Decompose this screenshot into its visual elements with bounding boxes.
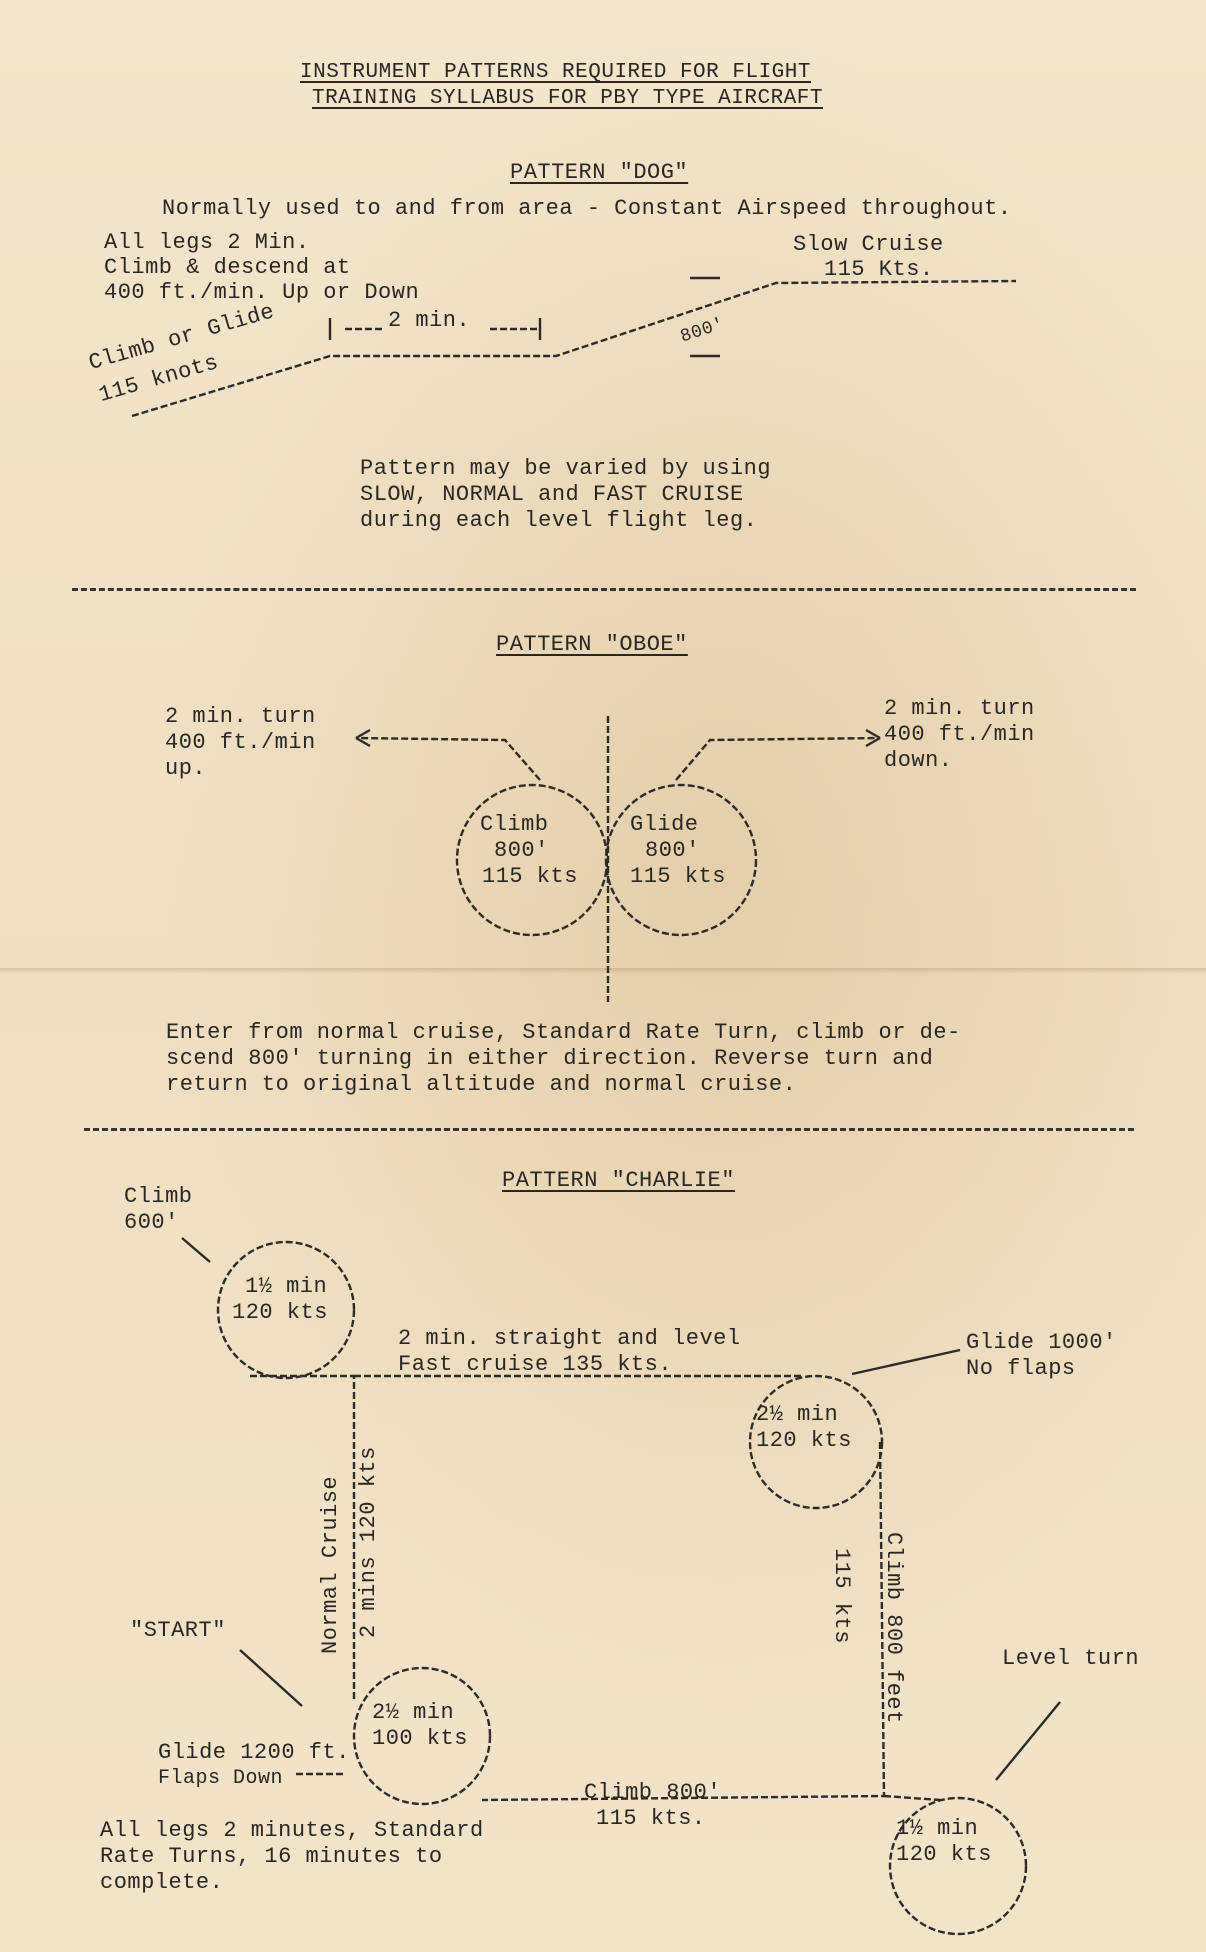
charlie-c1-2: 120 kts <box>232 1300 328 1325</box>
charlie-glide-1000-2: No flaps <box>966 1356 1076 1381</box>
charlie-c3-1: 2½ min <box>372 1700 455 1725</box>
dog-subtitle: Normally used to and from area - Constan… <box>162 196 1012 221</box>
section-divider-1 <box>72 588 1136 591</box>
doc-title-line2: TRAINING SYLLABUS FOR PBY TYPE AIRCRAFT <box>312 87 823 110</box>
oboe-left-circle-3: 115 kts <box>482 864 578 889</box>
dog-note-3: during each level flight leg. <box>360 508 758 533</box>
dog-title: PATTERN "DOG" <box>510 160 689 185</box>
dog-legs-note-1: All legs 2 Min. <box>104 230 310 255</box>
oboe-left-note-2: 400 ft./min <box>165 730 316 755</box>
charlie-climb-600-2: 600' <box>124 1210 179 1235</box>
oboe-left-circle-1: Climb <box>480 812 549 837</box>
oboe-left-circle-2: 800' <box>494 838 549 863</box>
charlie-top-leg-2: Fast cruise 135 kts. <box>398 1352 673 1377</box>
dog-flight-profile <box>131 276 1017 418</box>
oboe-note-3: return to original altitude and normal c… <box>166 1072 797 1097</box>
dog-slow-cruise-1: Slow Cruise <box>793 232 944 257</box>
charlie-glide-1000-1: Glide 1000' <box>966 1330 1117 1355</box>
oboe-left-note-3: up. <box>165 756 207 781</box>
charlie-title: PATTERN "CHARLIE" <box>502 1168 735 1193</box>
dog-legs-note-2: Climb & descend at <box>104 255 351 280</box>
charlie-note-3: complete. <box>100 1870 224 1895</box>
charlie-glide-1200-2: Flaps Down <box>158 1767 284 1790</box>
charlie-note-2: Rate Turns, 16 minutes to <box>100 1844 443 1869</box>
oboe-note-2: scend 800' turning in either direction. … <box>166 1046 934 1071</box>
charlie-c1-1: 1½ min <box>245 1274 328 1299</box>
charlie-bottom-leg-2: 115 kts. <box>596 1806 706 1831</box>
oboe-right-note-2: 400 ft./min <box>884 722 1035 747</box>
oboe-note-1: Enter from normal cruise, Standard Rate … <box>166 1020 961 1045</box>
charlie-top-leg-1: 2 min. straight and level <box>398 1326 741 1351</box>
dog-note-1: Pattern may be varied by using <box>360 456 772 481</box>
oboe-right-note-1: 2 min. turn <box>884 696 1035 721</box>
charlie-diagram <box>181 1237 1061 1936</box>
oboe-right-note-3: down. <box>884 748 953 773</box>
oboe-right-circle-2: 800' <box>645 838 700 863</box>
oboe-title: PATTERN "OBOE" <box>496 632 688 657</box>
charlie-note-1: All legs 2 minutes, Standard <box>100 1818 484 1843</box>
charlie-c3-2: 100 kts <box>372 1726 468 1751</box>
charlie-level-turn: Level turn <box>1002 1646 1140 1671</box>
charlie-c4-1: 1½ min <box>896 1816 979 1841</box>
dog-slow-cruise-2: 115 Kts. <box>824 257 934 282</box>
oboe-diagram <box>355 716 881 1002</box>
doc-title-line1: INSTRUMENT PATTERNS REQUIRED FOR FLIGHT <box>300 61 811 84</box>
charlie-c2-2: 120 kts <box>756 1428 852 1453</box>
charlie-start: "START" <box>130 1618 226 1643</box>
dog-two-min: 2 min. <box>388 308 471 333</box>
charlie-climb-600-1: Climb <box>124 1184 193 1209</box>
oboe-left-note-1: 2 min. turn <box>165 704 316 729</box>
section-divider-2 <box>84 1128 1134 1131</box>
charlie-c4-2: 120 kts <box>896 1842 992 1867</box>
paper-fold <box>0 968 1206 974</box>
oboe-right-circle-3: 115 kts <box>630 864 726 889</box>
charlie-glide-1200-1: Glide 1200 ft. <box>158 1740 350 1765</box>
oboe-right-circle-1: Glide <box>630 812 699 837</box>
dog-legs-note-3: 400 ft./min. Up or Down <box>104 280 420 305</box>
dog-note-2: SLOW, NORMAL and FAST CRUISE <box>360 482 744 507</box>
charlie-bottom-leg-1: Climb 800' <box>584 1780 722 1805</box>
